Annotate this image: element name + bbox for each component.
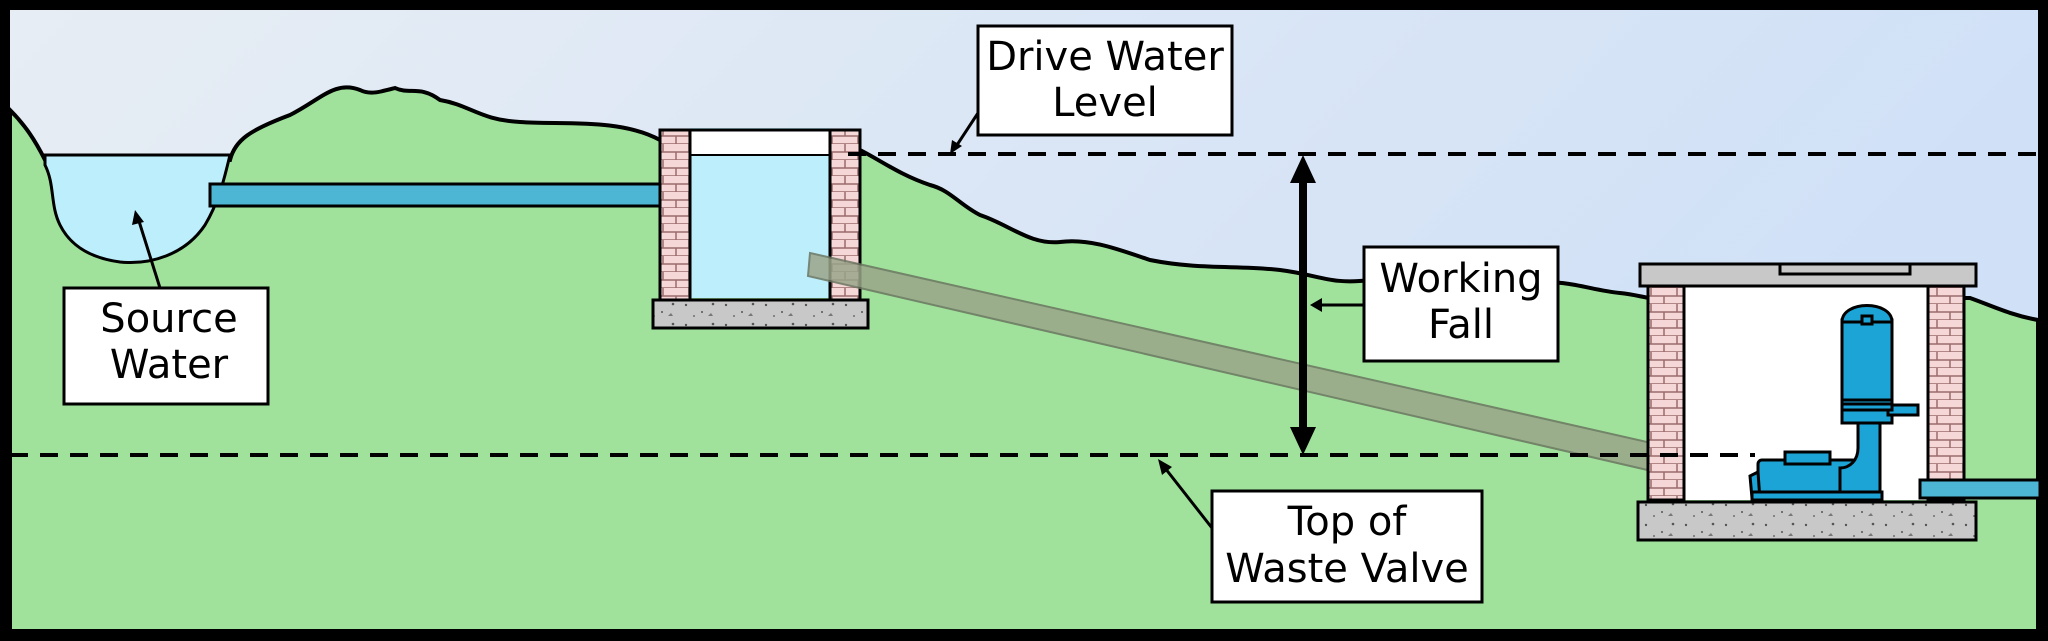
drive-water-level-line-2: Level [1052, 80, 1158, 126]
source-water-arrowhead [132, 210, 144, 225]
pump-house-roof-vent [1778, 262, 1912, 276]
source-water-box [62, 286, 270, 406]
label-top-of-waste-valve: Top of Waste Valve [1210, 489, 1484, 604]
pump-base [1750, 490, 1884, 502]
drive-level-pointer [953, 109, 982, 149]
air-chamber-cap [1840, 304, 1894, 324]
label-drive-water-level: Drive Water Level [976, 24, 1234, 137]
pointer-arrows [132, 109, 1365, 529]
supply-pipe [208, 182, 700, 208]
working-fall-line-2: Fall [1428, 302, 1494, 348]
waste-valve-arrowhead [1158, 459, 1172, 475]
working-fall-arrow [1290, 155, 1316, 455]
working-fall-arrowhead [1310, 298, 1322, 312]
air-chamber [1840, 318, 1894, 402]
working-fall-box [1362, 245, 1560, 363]
pump-house-wall-right [1926, 283, 1966, 502]
drive-level-arrowhead [950, 140, 962, 154]
source-water-pointer [136, 217, 162, 289]
ram-pump [1748, 304, 1920, 502]
air-chamber-flange [1840, 402, 1894, 412]
waste-valve-pointer [1163, 467, 1214, 529]
air-chamber-knob [1860, 314, 1874, 326]
supply-tank [651, 128, 870, 330]
tank-airgap [690, 130, 830, 155]
drive-water-level-line-1: Drive Water [986, 34, 1224, 80]
waste-valve-box [1210, 489, 1484, 604]
pump-house-foundation [1636, 500, 1978, 542]
tank-water [690, 128, 830, 298]
drive-water-level-box [976, 24, 1234, 137]
source-water-line-1: Source [100, 296, 237, 342]
delivery-pipe [1918, 478, 2042, 500]
tank-foundation [651, 298, 870, 330]
pump-elbow [1838, 408, 1882, 502]
waste-valve-line-2: Waste Valve [1225, 546, 1469, 592]
waste-valve [1783, 450, 1832, 466]
label-source-water: Source Water [62, 286, 270, 406]
tank-wall-left [658, 128, 692, 302]
pump-house-wall-left [1646, 283, 1686, 502]
working-fall-line-1: Working [1379, 256, 1542, 302]
source-water-line-2: Water [110, 342, 229, 388]
waste-valve-line-1: Top of [1287, 499, 1408, 545]
label-working-fall: Working Fall [1362, 245, 1560, 363]
